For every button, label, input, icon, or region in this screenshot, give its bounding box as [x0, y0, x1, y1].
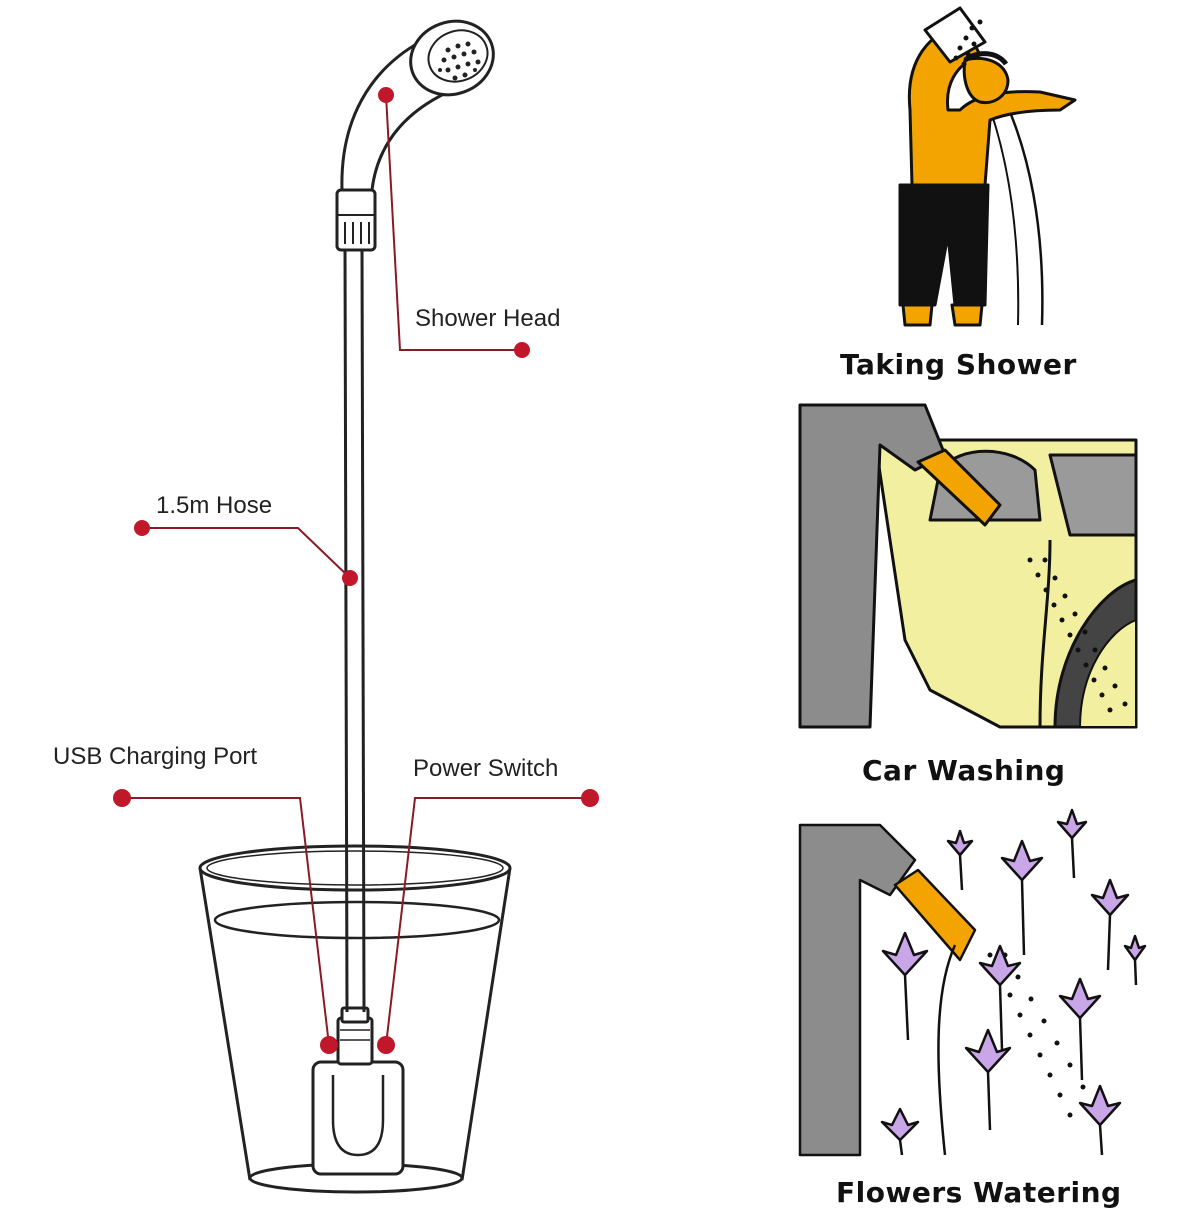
shower-head-leader-line: [385, 94, 522, 351]
power-switch-dot: [377, 1036, 395, 1054]
bucket-illustration: [198, 844, 512, 1194]
usb-port-end-dot: [113, 789, 131, 807]
usb-port-dot: [320, 1036, 338, 1054]
shower-head-dot: [378, 87, 394, 103]
flowers-watering-caption: Flowers Watering: [836, 1176, 1122, 1209]
hose-leader-line: [142, 527, 351, 579]
car-washing-illustration: [798, 403, 1138, 729]
power-switch-leader-line: [385, 797, 590, 1046]
taking-shower-illustration: [898, 6, 1077, 327]
shower-head-illustration: [335, 19, 495, 252]
power-switch-end-dot: [581, 789, 599, 807]
hose-end-dot: [134, 520, 150, 536]
usb-port-label: USB Charging Port: [53, 743, 258, 770]
car-washing-caption: Car Washing: [862, 754, 1066, 787]
shower-head-label: Shower Head: [415, 305, 561, 332]
hose-label: 1.5m Hose: [156, 492, 273, 519]
usb-port-leader-line: [122, 797, 330, 1046]
taking-shower-caption: Taking Shower: [840, 348, 1077, 381]
hose-illustration: [343, 247, 366, 1013]
shower-head-end-dot: [514, 342, 530, 358]
power-switch-label: Power Switch: [413, 755, 559, 782]
flowers-watering-illustration: [798, 808, 1147, 1157]
hose-dot: [342, 570, 358, 586]
pump-illustration: [311, 1006, 405, 1176]
